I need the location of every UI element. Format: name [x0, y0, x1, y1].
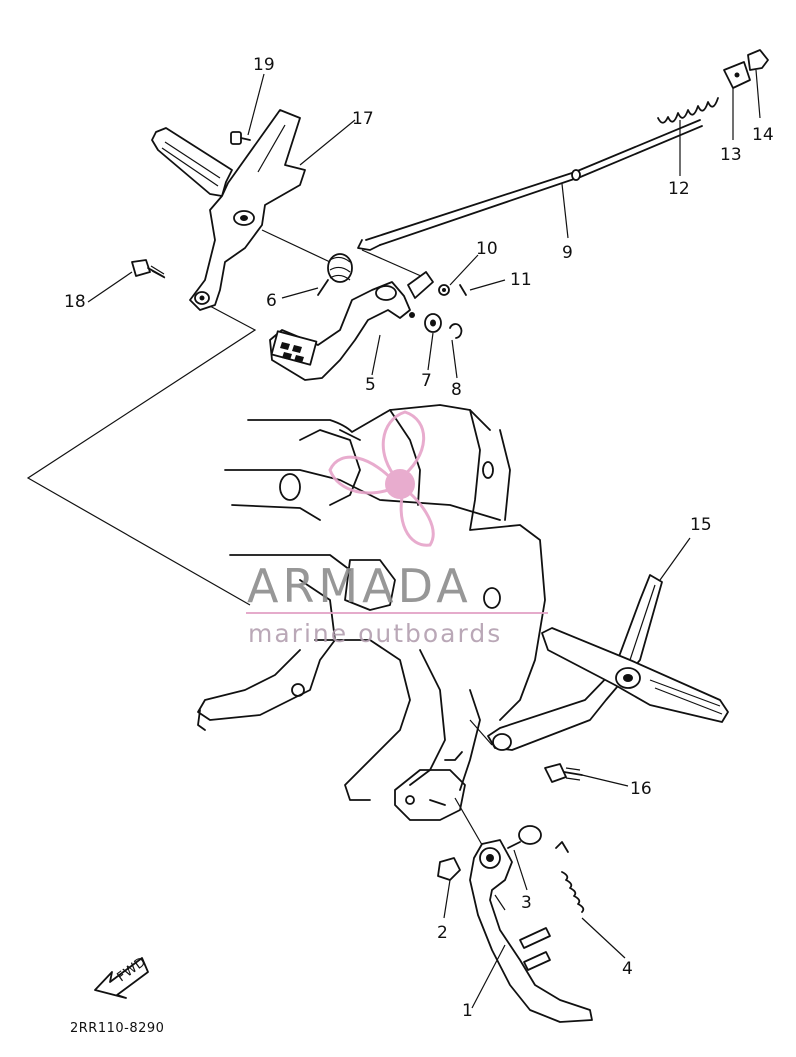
callout-3: 3: [521, 893, 532, 913]
callout-17: 17: [352, 109, 374, 129]
watermark: ARMADA marine outboards: [246, 410, 548, 648]
watermark-brand: ARMADA: [247, 559, 472, 613]
callout-13: 13: [720, 145, 742, 165]
sidestand-assembly: [437, 825, 593, 1023]
fwd-direction-arrow: FWD: [94, 954, 149, 999]
part-number-labels: 1 2 3 4 5 6 7 8 9 10 11 12 13 14 15 16 1…: [64, 55, 774, 1021]
left-footrest-assembly: [131, 109, 306, 311]
callout-12: 12: [668, 179, 690, 199]
watermark-propeller-icon: [328, 410, 435, 547]
callout-19: 19: [253, 55, 275, 75]
callout-14: 14: [752, 125, 774, 145]
callout-4: 4: [622, 959, 633, 979]
callout-16: 16: [630, 779, 652, 799]
callout-18: 18: [64, 292, 86, 312]
assembly-leader-lines: [26, 229, 493, 851]
callout-9: 9: [562, 243, 573, 263]
frame-drawing: [197, 404, 546, 821]
callout-10: 10: [476, 239, 498, 259]
callout-1: 1: [462, 1001, 473, 1021]
diagram-code: 2RR110-8290: [70, 1021, 164, 1036]
callout-5: 5: [365, 375, 376, 395]
brake-rod-assembly: [357, 49, 769, 251]
callout-8: 8: [451, 380, 462, 400]
watermark-tagline: marine outboards: [248, 619, 502, 648]
callout-2: 2: [437, 923, 448, 943]
right-footrest-assembly: [487, 574, 729, 783]
callout-15: 15: [690, 515, 712, 535]
callout-leaders: [87, 69, 761, 1009]
callout-11: 11: [510, 270, 532, 290]
brake-pedal-assembly: [269, 253, 467, 381]
callout-7: 7: [421, 371, 432, 391]
callout-6: 6: [266, 291, 277, 311]
